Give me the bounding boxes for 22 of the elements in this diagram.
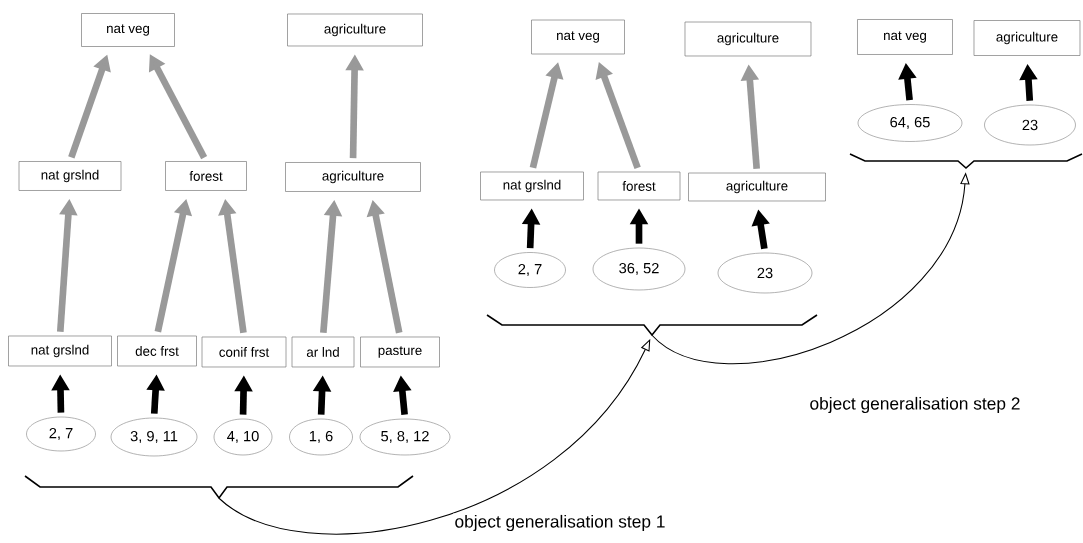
brace — [24, 475, 414, 500]
category-box: agriculture — [973, 20, 1081, 56]
category-box: agriculture — [684, 21, 812, 57]
category-box: conif frst — [201, 336, 287, 368]
category-box: agriculture — [688, 172, 826, 202]
category-box: dec frst — [117, 335, 197, 367]
category-box: nat veg — [857, 19, 953, 55]
category-box: agriculture — [285, 162, 421, 192]
category-box: nat grslnd — [18, 161, 122, 191]
category-box: nat grslnd — [480, 171, 584, 201]
category-box: nat veg — [81, 13, 175, 47]
brace — [486, 314, 818, 337]
category-box: nat veg — [531, 19, 625, 55]
category-box: pasture — [360, 336, 440, 368]
brace — [849, 153, 1083, 170]
category-box: forest — [165, 161, 247, 191]
category-box: agriculture — [287, 13, 423, 47]
edge-label: object generalisation step 1 — [453, 513, 667, 533]
category-box: forest — [597, 171, 681, 201]
edge-label: object generalisation step 2 — [808, 395, 1022, 415]
category-box: ar lnd — [291, 336, 355, 368]
category-box: nat grslnd — [8, 335, 112, 367]
